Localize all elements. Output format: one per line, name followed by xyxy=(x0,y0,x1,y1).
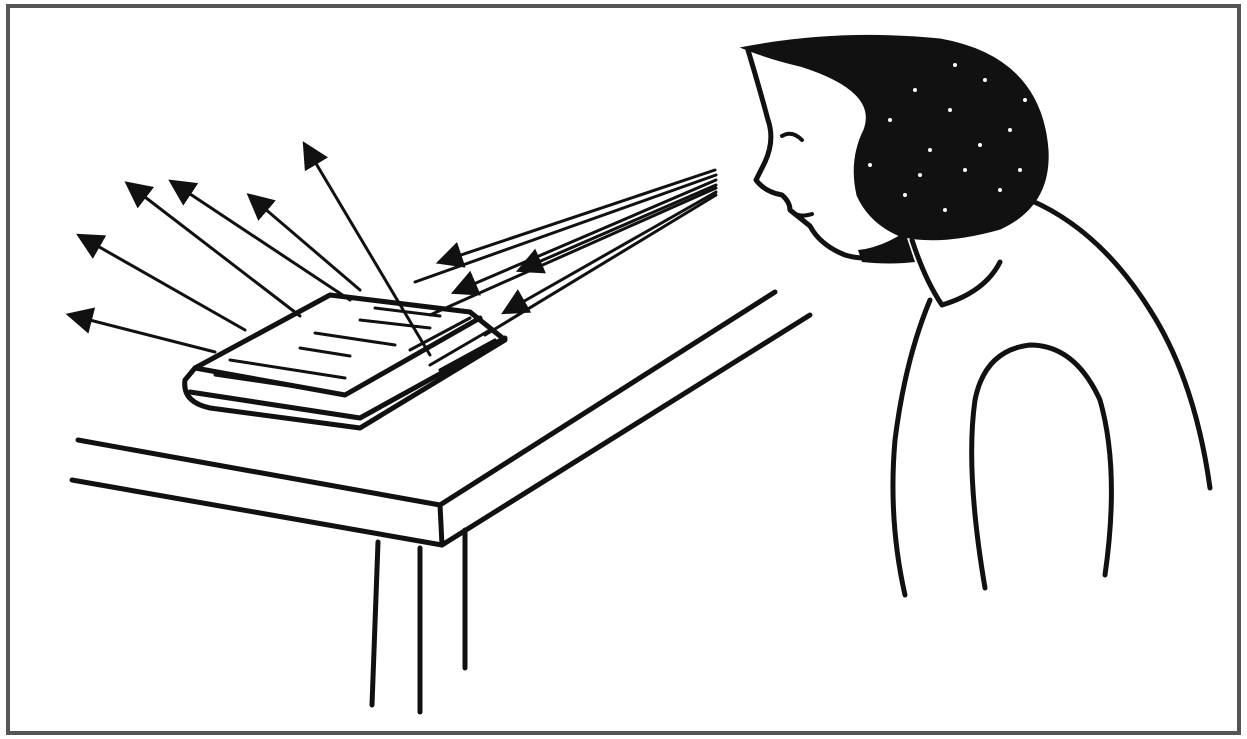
light-reflection-illustration xyxy=(0,0,1247,739)
